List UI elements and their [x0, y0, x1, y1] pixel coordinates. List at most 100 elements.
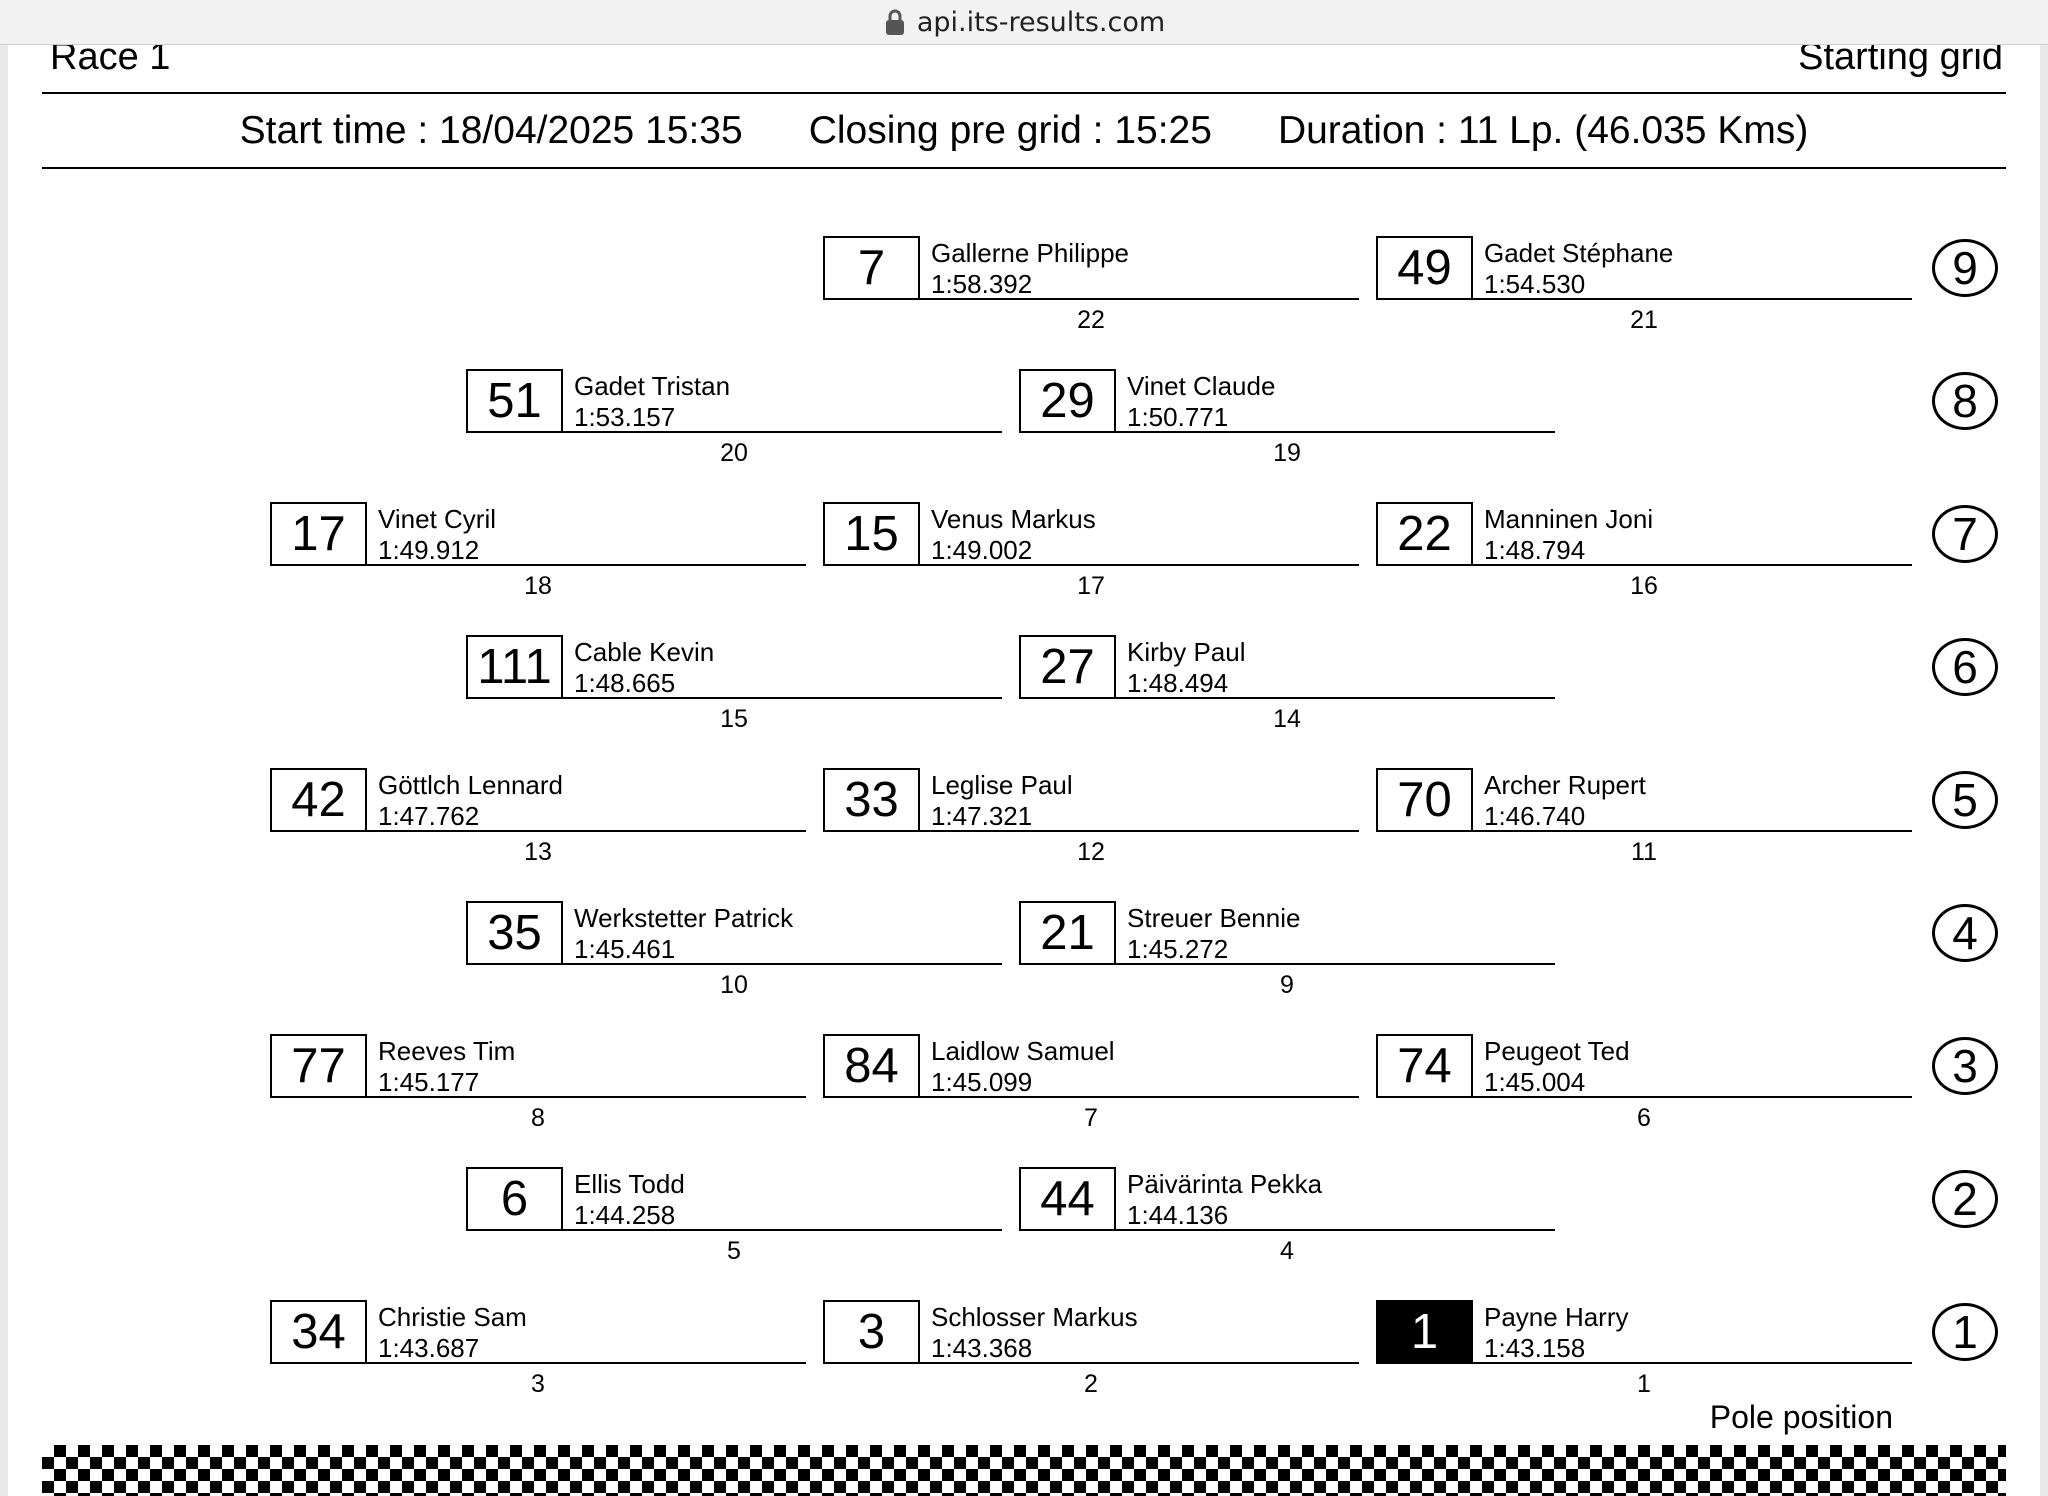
driver-name: Reeves Tim [378, 1036, 516, 1066]
lap-time: 1:49.002 [931, 535, 1033, 565]
slot-underline [1116, 963, 1555, 965]
car-number: 29 [1019, 369, 1116, 433]
car-number: 22 [1376, 502, 1473, 566]
slot-underline [367, 564, 806, 566]
slot-underline [563, 963, 1002, 965]
driver-name: Vinet Cyril [378, 504, 497, 534]
slot-underline [1116, 431, 1555, 433]
grid-position: 12 [1077, 838, 1105, 866]
lap-time: 1:44.136 [1127, 1200, 1229, 1230]
grid-position: 22 [1077, 306, 1105, 334]
grid-position: 8 [531, 1104, 545, 1132]
driver-name: Peugeot Ted [1484, 1036, 1630, 1066]
driver-name: Cable Kevin [574, 637, 715, 667]
lap-time: 1:47.762 [378, 801, 480, 831]
grid-position: 16 [1630, 572, 1658, 600]
lap-time: 1:58.392 [931, 269, 1033, 299]
driver-name: Streuer Bennie [1127, 903, 1301, 933]
lap-time: 1:48.794 [1484, 535, 1586, 565]
slot-underline [1116, 697, 1555, 699]
lap-time: 1:45.177 [378, 1067, 480, 1097]
grid-position: 15 [720, 705, 748, 733]
results-page: Race 1 Starting grid Start time : 18/04/… [0, 45, 2048, 1496]
slot-underline [563, 697, 1002, 699]
car-number: 15 [823, 502, 920, 566]
car-number: 70 [1376, 768, 1473, 832]
slot-underline [367, 830, 806, 832]
lap-time: 1:45.099 [931, 1067, 1033, 1097]
driver-name: Archer Rupert [1484, 770, 1646, 800]
browser-address-bar[interactable]: api.its-results.com [0, 0, 2048, 45]
lock-icon [885, 9, 904, 35]
grid-position: 20 [720, 439, 748, 467]
grid-row-number: 5 [1932, 771, 1998, 829]
grid-row-number: 4 [1932, 904, 1998, 962]
lap-time: 1:50.771 [1127, 402, 1229, 432]
slot-underline [367, 1096, 806, 1098]
grid-position: 19 [1273, 439, 1301, 467]
grid-position: 7 [1084, 1104, 1098, 1132]
driver-name: Manninen Joni [1484, 504, 1654, 534]
driver-name: Gadet Tristan [574, 371, 731, 401]
slot-underline [920, 1096, 1359, 1098]
driver-name: Kirby Paul [1127, 637, 1246, 667]
slot-underline [563, 1229, 1002, 1231]
driver-name: Christie Sam [378, 1302, 527, 1332]
race-duration: Duration : 11 Lp. (46.035 Kms) [1277, 109, 1809, 152]
car-number: 21 [1019, 901, 1116, 965]
slot-underline [920, 830, 1359, 832]
lap-time: 1:46.740 [1484, 801, 1586, 831]
driver-name: Göttlch Lennard [378, 770, 564, 800]
slot-underline [367, 1362, 806, 1364]
driver-name: Payne Harry [1484, 1302, 1629, 1332]
checkered-flag-band [42, 1445, 2006, 1496]
grid-position: 14 [1273, 705, 1301, 733]
car-number: 74 [1376, 1034, 1473, 1098]
slot-underline [1473, 1096, 1912, 1098]
grid-row-number: 6 [1932, 638, 1998, 696]
lap-time: 1:43.368 [931, 1333, 1033, 1363]
driver-name: Schlosser Markus [931, 1302, 1138, 1332]
grid-position: 6 [1637, 1104, 1651, 1132]
grid-row-number: 3 [1932, 1037, 1998, 1095]
car-number: 44 [1019, 1167, 1116, 1231]
car-number: 111 [466, 635, 563, 699]
car-number: 27 [1019, 635, 1116, 699]
lap-time: 1:45.461 [574, 934, 676, 964]
driver-name: Leglise Paul [931, 770, 1073, 800]
page-edge-right [2040, 45, 2048, 1496]
driver-name: Ellis Todd [574, 1169, 685, 1199]
lap-time: 1:49.912 [378, 535, 480, 565]
race-info-line: Start time : 18/04/2025 15:35 Closing pr… [42, 103, 2006, 159]
grid-position: 4 [1280, 1237, 1294, 1265]
car-number: 17 [270, 502, 367, 566]
lap-time: 1:48.494 [1127, 668, 1229, 698]
car-number: 35 [466, 901, 563, 965]
car-number: 84 [823, 1034, 920, 1098]
car-number: 51 [466, 369, 563, 433]
driver-name: Gallerne Philippe [931, 238, 1130, 268]
driver-name: Venus Markus [931, 504, 1096, 534]
slot-underline [920, 564, 1359, 566]
info-divider [42, 167, 2006, 169]
grid-position: 11 [1631, 838, 1657, 866]
lap-time: 1:43.158 [1484, 1333, 1586, 1363]
slot-underline [1473, 830, 1912, 832]
slot-underline [1473, 564, 1912, 566]
lap-time: 1:48.665 [574, 668, 676, 698]
pole-position-label: Pole position [1709, 1399, 1893, 1435]
car-number: 77 [270, 1034, 367, 1098]
